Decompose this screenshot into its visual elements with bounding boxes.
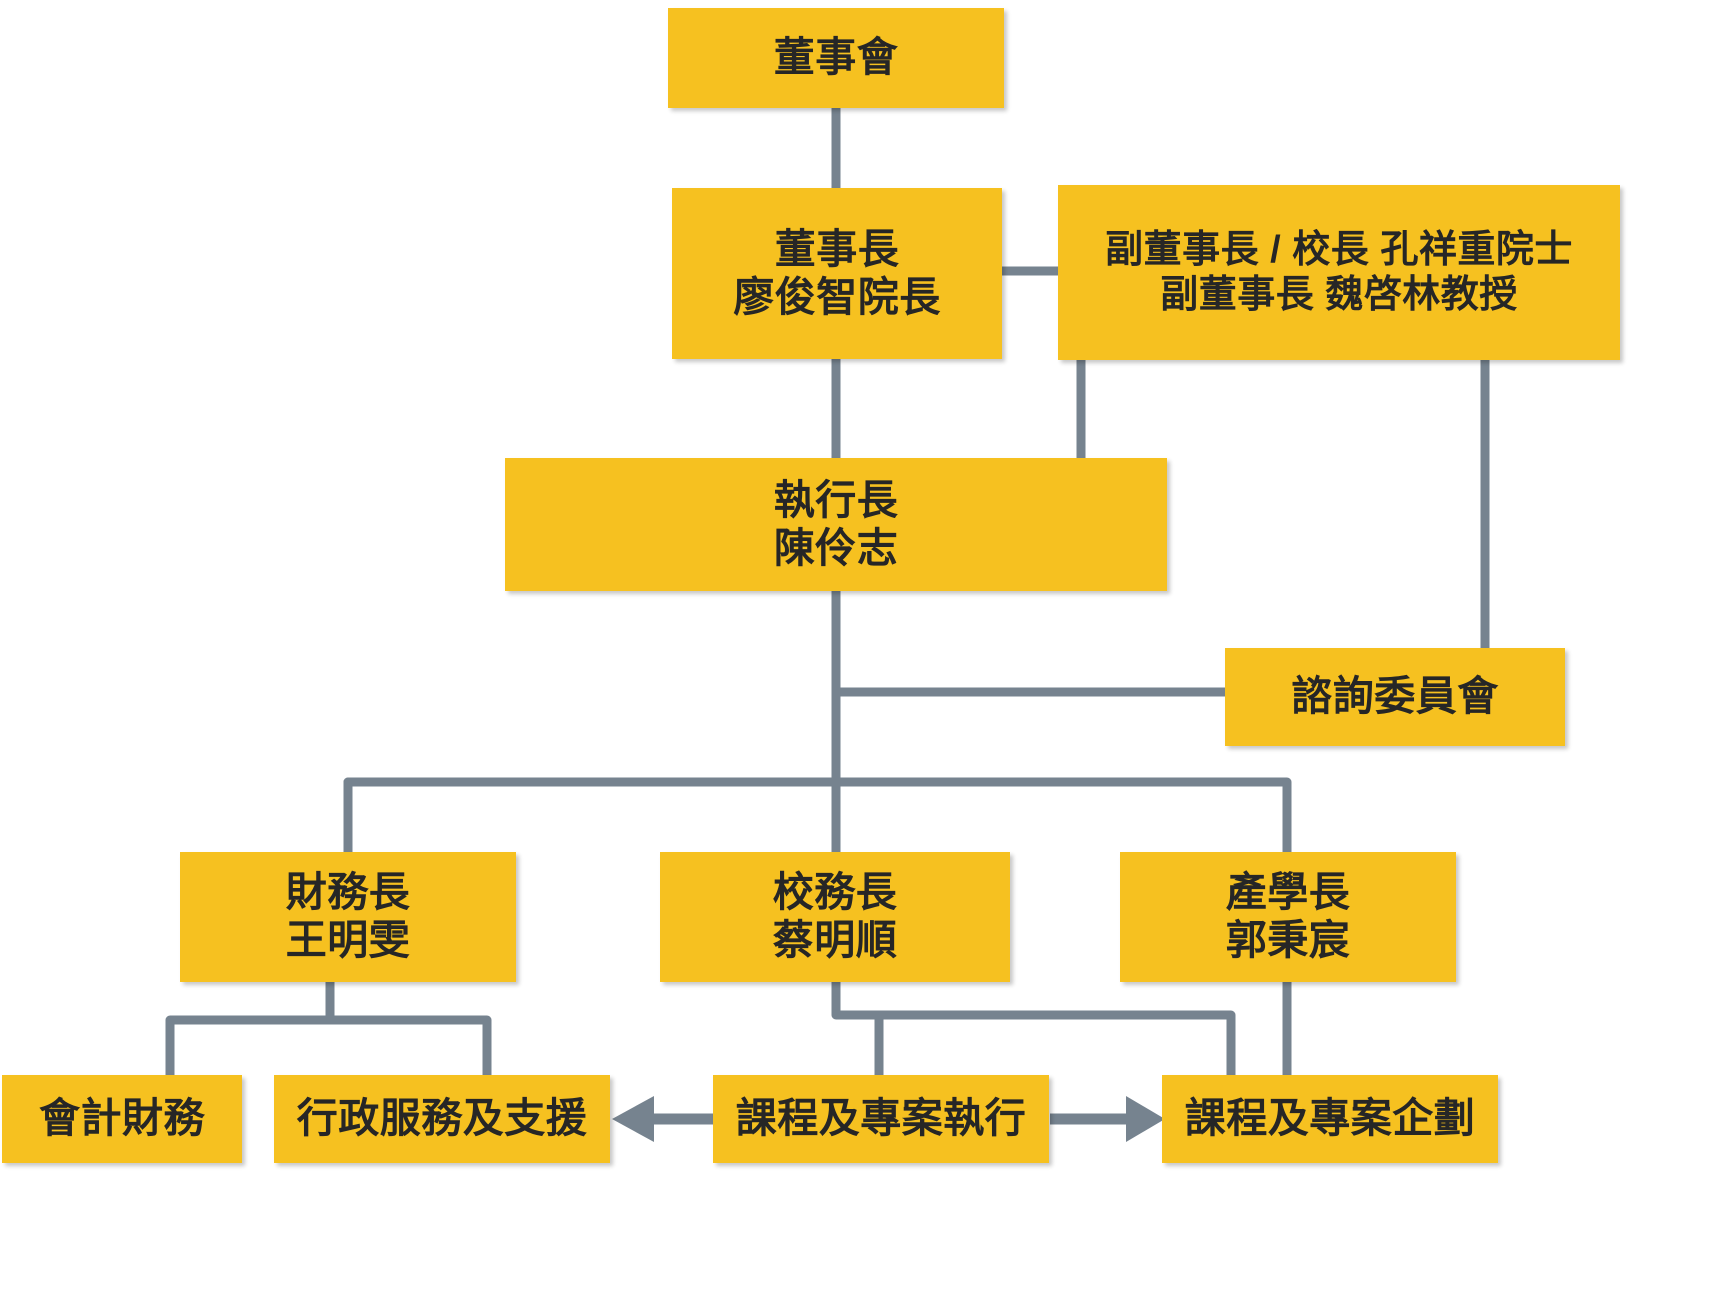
node-campus-chief-name: 蔡明順 <box>772 917 898 963</box>
node-accounting[interactable]: 會計財務 <box>2 1075 242 1163</box>
node-ceo[interactable]: 執行長 陳伶志 <box>505 458 1167 591</box>
node-ceo-name: 陳伶志 <box>773 524 899 571</box>
arrow-right-head <box>1126 1096 1165 1142</box>
node-chairman-name: 廖俊智院長 <box>733 273 941 320</box>
node-admin-support[interactable]: 行政服務及支援 <box>274 1075 610 1163</box>
node-campus-chief[interactable]: 校務長 蔡明順 <box>660 852 1010 982</box>
node-board[interactable]: 董事會 <box>668 8 1004 108</box>
node-vice-chairman-line2: 副董事長 魏啓林教授 <box>1160 273 1518 316</box>
node-board-label: 董事會 <box>773 34 899 81</box>
node-ceo-title: 執行長 <box>773 476 899 523</box>
node-advisory-label: 諮詢委員會 <box>1291 673 1499 720</box>
node-accounting-label: 會計財務 <box>39 1095 205 1142</box>
node-course-plan-label: 課程及專案企劃 <box>1184 1095 1476 1142</box>
node-course-plan[interactable]: 課程及專案企劃 <box>1162 1075 1498 1163</box>
node-course-exec-label: 課程及專案執行 <box>735 1095 1027 1142</box>
node-chairman[interactable]: 董事長 廖俊智院長 <box>672 188 1002 359</box>
edge-ceo-advisory <box>831 591 1225 697</box>
node-cfo[interactable]: 財務長 王明雯 <box>180 852 516 982</box>
node-admin-support-label: 行政服務及支援 <box>296 1095 588 1142</box>
node-industry-chief[interactable]: 產學長 郭秉宸 <box>1120 852 1456 982</box>
node-vice-chairman[interactable]: 副董事長 / 校長 孔祥重院士 副董事長 魏啓林教授 <box>1058 185 1620 360</box>
arrow-left-head <box>612 1096 654 1142</box>
node-vice-chairman-line1: 副董事長 / 校長 孔祥重院士 <box>1105 229 1573 272</box>
node-chairman-title: 董事長 <box>774 225 900 272</box>
node-advisory-committee[interactable]: 諮詢委員會 <box>1225 648 1565 746</box>
node-industry-chief-title: 產學長 <box>1225 869 1351 916</box>
node-course-exec[interactable]: 課程及專案執行 <box>713 1075 1049 1163</box>
node-cfo-title: 財務長 <box>285 869 411 916</box>
node-cfo-name: 王明雯 <box>285 917 411 963</box>
node-campus-chief-title: 校務長 <box>772 869 898 916</box>
node-industry-chief-name: 郭秉宸 <box>1225 917 1351 963</box>
